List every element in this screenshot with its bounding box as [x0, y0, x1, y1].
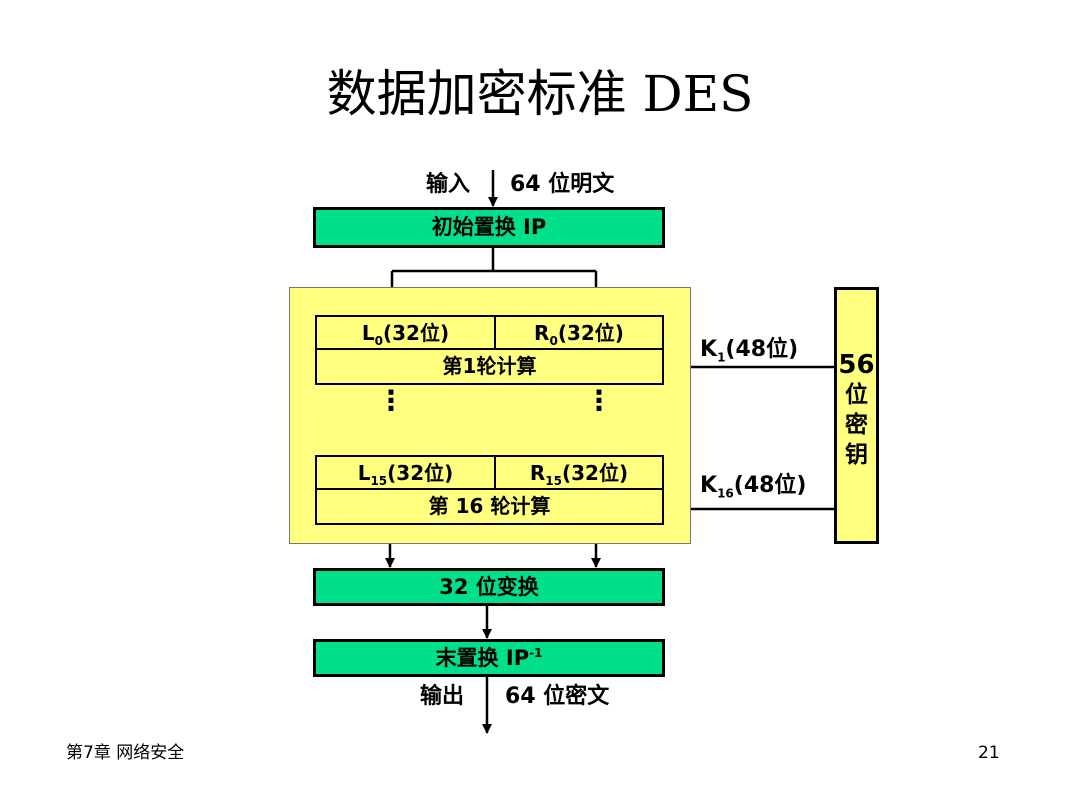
key-char-2: 密: [845, 412, 868, 438]
input-desc: 64 位明文: [510, 172, 615, 197]
round16-box: L15(32位) R15(32位) 第 16 轮计算: [315, 455, 664, 525]
ellipsis-left: ⋮: [377, 384, 405, 417]
round1-box: L0(32位) R0(32位) 第1轮计算: [315, 315, 664, 385]
key-bits: 56: [838, 350, 875, 380]
output-label: 输出: [420, 684, 465, 709]
swap-box: 32 位变换: [313, 568, 665, 606]
key1-label: K1(48位): [700, 337, 799, 365]
key-char-3: 钥: [845, 442, 868, 468]
round1-calc: 第1轮计算: [442, 354, 537, 378]
key-source-box: 56 位 密 钥: [834, 287, 879, 544]
initial-permutation-box: 初始置换 IP: [313, 207, 665, 248]
key-char-1: 位: [845, 382, 868, 408]
key16-label: K16(48位): [700, 473, 807, 501]
final-permutation-box: 末置换 IP-1: [313, 639, 665, 677]
ellipsis-right: ⋮: [585, 384, 613, 417]
r15-cell: R15(32位): [496, 457, 662, 490]
page-number: 21: [978, 743, 1000, 763]
output-desc: 64 位密文: [505, 684, 610, 709]
l15-cell: L15(32位): [317, 457, 496, 490]
slide-title: 数据加密标准 DES: [326, 65, 754, 123]
input-label: 输入: [426, 172, 471, 197]
round16-calc: 第 16 轮计算: [428, 494, 551, 518]
footer-chapter: 第7章 网络安全: [66, 743, 185, 763]
rounds-area: [289, 287, 691, 544]
r0-cell: R0(32位): [496, 317, 662, 350]
l0-cell: L0(32位): [317, 317, 496, 350]
